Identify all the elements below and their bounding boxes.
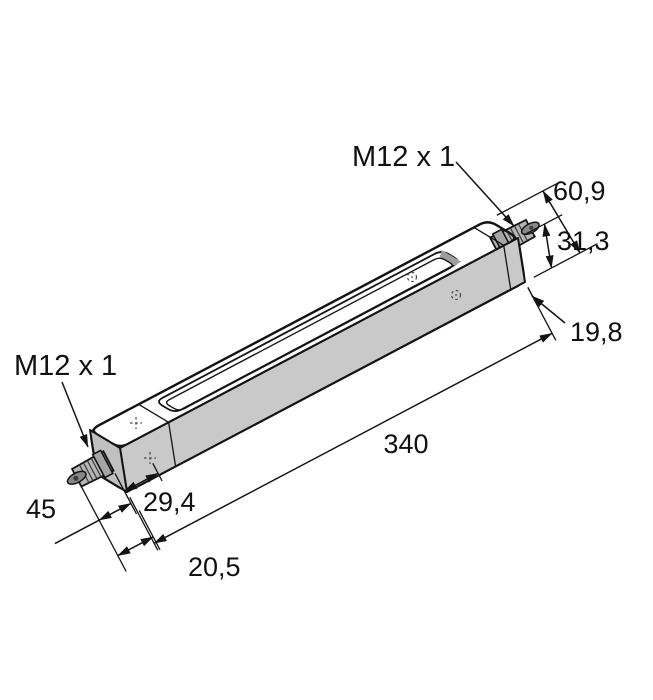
hole-marker-icon <box>406 271 418 283</box>
connector-left-nut <box>91 449 114 479</box>
hole-marker-icon <box>450 289 462 301</box>
m12-label-bottom: M12 x 1 <box>14 350 117 382</box>
dim-label-45: 45 <box>26 494 56 524</box>
dim-label-20-5: 20,5 <box>188 552 241 582</box>
dim-label-31-3: 31,3 <box>557 226 610 256</box>
leader-m12-bottom <box>61 381 89 448</box>
dimension-60-9 <box>496 181 598 278</box>
end-cap-seam-right <box>473 226 512 290</box>
dim-label-29-4: 29,4 <box>143 487 196 517</box>
m12-label-top: M12 x 1 <box>352 141 455 173</box>
dim-label-60-9: 60,9 <box>553 176 606 206</box>
window-depth-shadow <box>439 250 462 266</box>
dimension-31-3 <box>524 214 563 269</box>
cross-marker-icon <box>144 452 156 464</box>
cross-marker-icon <box>130 417 142 429</box>
mounting-hole-markers <box>130 271 462 464</box>
hole-marker-center <box>411 276 413 278</box>
dim-label-19-8: 19,8 <box>570 317 623 347</box>
hole-marker-center <box>455 294 457 296</box>
dim-label-340: 340 <box>383 429 428 459</box>
connector-left-pin <box>73 475 79 481</box>
connector-right-pin <box>529 225 534 230</box>
dimension-20-5 <box>117 510 161 557</box>
dimension-45 <box>54 473 138 572</box>
dimension-29-4 <box>123 462 163 492</box>
leader-m12-top <box>455 161 515 227</box>
